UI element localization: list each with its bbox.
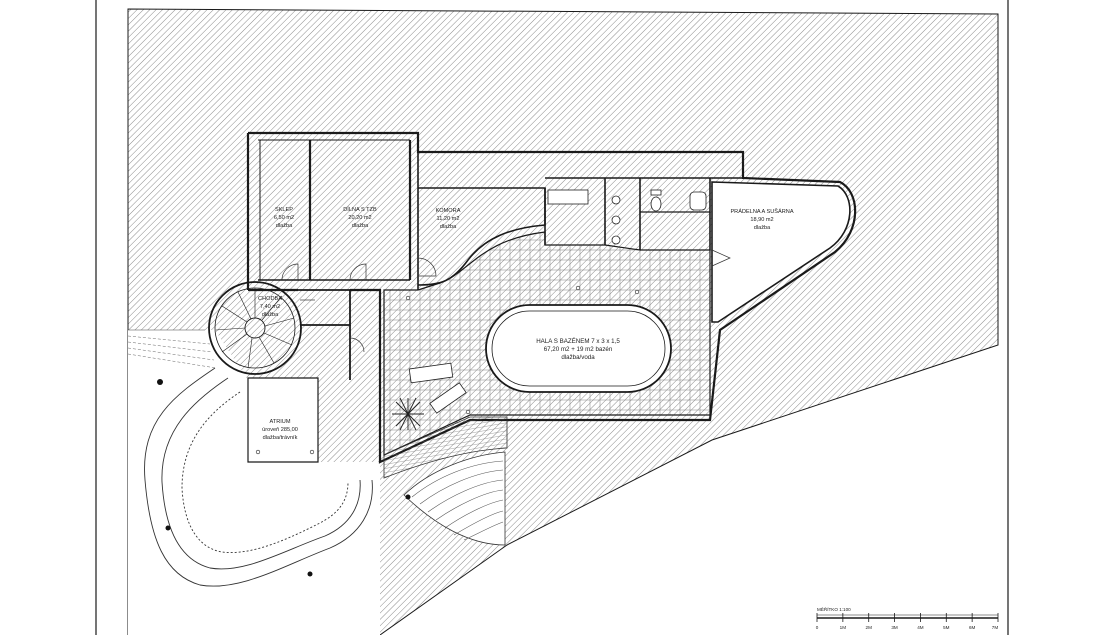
dilna-floor: dlažba	[352, 223, 369, 229]
komora-floor: dlažba	[440, 224, 457, 230]
scale-title: MĚŘÍTKO 1:100	[817, 605, 851, 612]
terrace-deck	[383, 416, 508, 546]
room-labels: SKLEP 6,50 m2 dlažba DÍLNA S TZB 20,20 m…	[258, 206, 794, 441]
atrium	[247, 377, 319, 463]
scale-tick-label: 2M	[866, 625, 873, 630]
atrium-level: úroveň 285,00	[262, 427, 298, 433]
dilna-name: DÍLNA S TZB	[343, 206, 377, 213]
scale-tick-label: 6M	[969, 625, 976, 630]
sklep-floor: dlažba	[276, 223, 293, 229]
loungers	[408, 362, 467, 414]
sklep-area: 6,50 m2	[274, 215, 294, 221]
scale-tick-label: 3M	[891, 625, 898, 630]
hala-floor: dlažba/voda	[561, 354, 595, 361]
chodba-area: 7,40 m2	[260, 304, 280, 310]
garden-path	[144, 367, 373, 587]
garden-lights	[157, 379, 411, 577]
scale-bar: MĚŘÍTKO 1:100 0 1M 2M 3M 4M 5M 6M 7M	[816, 605, 999, 630]
palm-plant	[392, 397, 424, 431]
house-walls	[246, 131, 857, 464]
doors	[281, 257, 437, 353]
chodba-floor: dlažba	[262, 312, 279, 318]
komora-name: KOMORA	[436, 208, 461, 214]
scale-tick-label: 0	[816, 625, 819, 630]
deck-lights	[255, 285, 640, 455]
pradelna-floor: dlažba	[754, 225, 771, 231]
scale-tick-label: 5M	[943, 625, 950, 630]
sheet-frame	[95, 0, 1009, 635]
hala-area: 67,20 m2 + 19 m2 bazén	[544, 346, 613, 353]
pool	[485, 304, 672, 393]
corridor-walls	[298, 289, 351, 380]
scale-tick-label: 4M	[917, 625, 924, 630]
dilna-area: 20,20 m2	[348, 215, 371, 221]
hala-name: HALA S BAZÉNEM 7 x 3 x 1,5	[536, 338, 620, 345]
spiral-staircase	[208, 281, 302, 375]
scale-ticks: 0 1M 2M 3M 4M 5M 6M 7M	[816, 613, 999, 630]
scale-tick-label: 1M	[840, 625, 847, 630]
chodba-name: CHODBA	[258, 296, 282, 302]
pradelna-area: 18,90 m2	[750, 217, 773, 223]
laundry-room	[711, 181, 851, 323]
atrium-floor: dlažba/trávník	[263, 435, 298, 441]
sanitary-fixtures	[547, 189, 707, 245]
pradelna-name: PRÁDELNA A SUŠÁRNA	[730, 208, 793, 215]
komora-area: 11,20 m2	[437, 216, 460, 222]
atrium-name: ATRIUM	[269, 419, 290, 425]
sklep-name: SKLEP	[275, 207, 293, 213]
scale-tick-label: 7M	[992, 625, 999, 630]
